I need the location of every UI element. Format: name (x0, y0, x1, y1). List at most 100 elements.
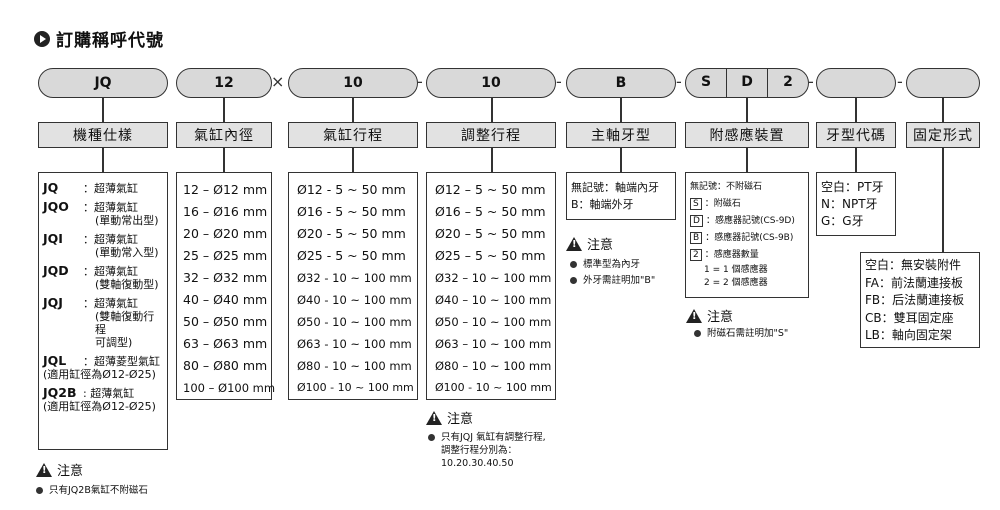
connector-7 (855, 98, 857, 122)
option-text: ：附磁石 (704, 199, 741, 209)
list-item: Ø100 - 10 ~ 100 mm (435, 381, 552, 394)
connector-1 (102, 98, 104, 122)
list-item: Ø40 – 10 ~ 100 mm (435, 293, 552, 307)
list-item: S：附磁石 (690, 196, 808, 213)
option-tag: S (690, 198, 702, 210)
sep-dash-1: - (417, 72, 423, 91)
pill-sensor-d: D (726, 69, 767, 97)
note-item: 標準型為內牙 外牙需註明加"B" (570, 257, 655, 289)
option-tag: B (690, 232, 703, 244)
connector-7b (855, 148, 857, 172)
option-text: ：感應器記號(CS-9D) (705, 216, 795, 226)
note-text: 標準型為內牙 (583, 259, 641, 270)
connector-8 (942, 98, 944, 122)
header-thread-code: 牙型代碼 (816, 122, 896, 148)
model-code: JQ (43, 180, 59, 195)
model-row: JQO ：超薄氣缸(單動常出型) (43, 200, 163, 227)
model-sub: (單動常入型) (95, 246, 159, 259)
sep-dash-5: - (897, 72, 903, 91)
pill-thread: B (566, 68, 676, 98)
pill-thread-code (816, 68, 896, 98)
warning-icon (426, 410, 442, 425)
list-item: 2：感應器數量 (690, 247, 808, 264)
pill-sensor-s: S (700, 74, 712, 90)
section-title-text: 訂購稱呼代號 (56, 31, 164, 51)
model-row: JQL：超薄菱型氣缸(適用缸徑為Ø12-Ø25) (43, 354, 163, 381)
list-item: 32 – Ø32 mm (183, 270, 268, 285)
list-item: Ø80 – 10 ~ 100 mm (435, 359, 552, 373)
list-item: Ø80 - 10 ~ 100 mm (297, 359, 412, 373)
note-heading-text: 注意 (587, 238, 614, 253)
model-code: JQO (43, 199, 69, 214)
pill-bore-text: 12 (214, 75, 234, 91)
list-item: LB：軸向固定架 (865, 328, 952, 342)
list-item: D：感應器記號(CS-9D) (690, 213, 808, 230)
list-item: Ø100 - 10 ~ 100 mm (297, 381, 414, 394)
note-heading-text: 注意 (447, 412, 474, 427)
list-item: 25 – Ø25 mm (183, 248, 268, 263)
model-list: JQ：超薄氣缸 JQO：超薄氣缸(單動常出型) JQI：超薄氣缸(單動常入型) … (38, 172, 168, 450)
connector-5 (620, 98, 622, 122)
bullet-icon (428, 434, 435, 441)
sep-dash-4: - (808, 72, 814, 91)
note-text: 附磁石需註明加"S" (707, 328, 789, 339)
list-item: FA：前法蘭連接板 (865, 275, 964, 290)
model-code: JQJ (43, 295, 63, 310)
mounting-list: 空白：無安裝附件 FA：前法蘭連接板 FB：后法蘭連接板 CB：雙耳固定座 LB… (860, 252, 980, 348)
list-item: Ø20 – 5 ~ 50 mm (435, 226, 546, 241)
model-desc: ：超薄氣缸 (83, 265, 138, 278)
section-title: 訂購稱呼代號 (34, 26, 164, 51)
connector-2 (223, 98, 225, 122)
bullet-icon (36, 487, 43, 494)
pill-model-text: JQ (94, 75, 112, 91)
option-text: ：感應器數量 (704, 250, 759, 260)
list-item: 80 – Ø80 mm (183, 358, 268, 373)
model-desc: : 超薄氣缸 (83, 387, 135, 400)
option-text: ：感應器記號(CS-9B) (705, 233, 794, 243)
list-item: Ø40 - 10 ~ 100 mm (297, 293, 412, 307)
model-code: JQ2B (43, 385, 77, 400)
list-item: 16 – Ø16 mm (183, 204, 268, 219)
note-text: 調整行程分別為： (441, 445, 518, 456)
pill-thread-text: B (615, 75, 627, 91)
header-stroke: 氣缸行程 (288, 122, 418, 148)
list-item: Ø32 - 10 ~ 100 mm (297, 271, 412, 285)
note-item: 附磁石需註明加"S" (694, 327, 788, 340)
list-item: Ø20 - 5 ~ 50 mm (297, 226, 406, 241)
model-code: JQL (43, 353, 67, 368)
list-item: Ø50 – 10 ~ 100 mm (435, 315, 552, 329)
model-desc: ：超薄氣缸 (83, 297, 138, 310)
list-item: 1 = 1 個感應器 (704, 265, 768, 275)
note-heading-4: 注意 (686, 306, 733, 325)
connector-8b (942, 148, 944, 252)
note-text: 10.20.30.40.50 (441, 458, 514, 469)
list-item: 2 = 2 個感應器 (704, 278, 768, 288)
model-desc: ：超薄氣缸 (83, 201, 138, 214)
model-note: (適用缸徑為Ø12-Ø25) (43, 400, 156, 413)
bore-list: 12 – Ø12 mm 16 – Ø16 mm 20 – Ø20 mm 25 –… (176, 172, 275, 400)
connector-5b (620, 148, 622, 172)
list-item: Ø63 - 10 ~ 100 mm (297, 337, 412, 351)
list-item: 12 – Ø12 mm (183, 182, 268, 197)
header-thread: 主軸牙型 (566, 122, 676, 148)
pill-adjust-text: 10 (481, 75, 501, 91)
list-item: FB：后法蘭連接板 (865, 293, 965, 307)
model-note: (適用缸徑為Ø12-Ø25) (43, 368, 156, 381)
connector-6b (746, 148, 748, 172)
list-item: Ø63 – 10 ~ 100 mm (435, 337, 552, 351)
bullet-icon (570, 261, 577, 268)
model-sub: (雙軸復動行程 (95, 310, 155, 336)
pill-sensor: S D 2 (685, 68, 809, 98)
header-adjust: 調整行程 (426, 122, 556, 148)
connector-4 (491, 98, 493, 122)
model-sub: (雙軸復動型) (95, 278, 159, 291)
list-item: Ø25 - 5 ~ 50 mm (297, 248, 406, 263)
list-item: B：感應器記號(CS-9B) (690, 230, 808, 247)
pill-mounting (906, 68, 980, 98)
model-desc: ：超薄氣缸 (83, 182, 138, 195)
list-item: 40 – Ø40 mm (183, 292, 268, 307)
model-sub: (單動常出型) (95, 214, 159, 227)
model-row: JQI：超薄氣缸(單動常入型) (43, 232, 163, 259)
list-item: Ø32 – 10 ~ 100 mm (435, 271, 552, 285)
note-text: 外牙需註明加"B" (583, 275, 656, 286)
